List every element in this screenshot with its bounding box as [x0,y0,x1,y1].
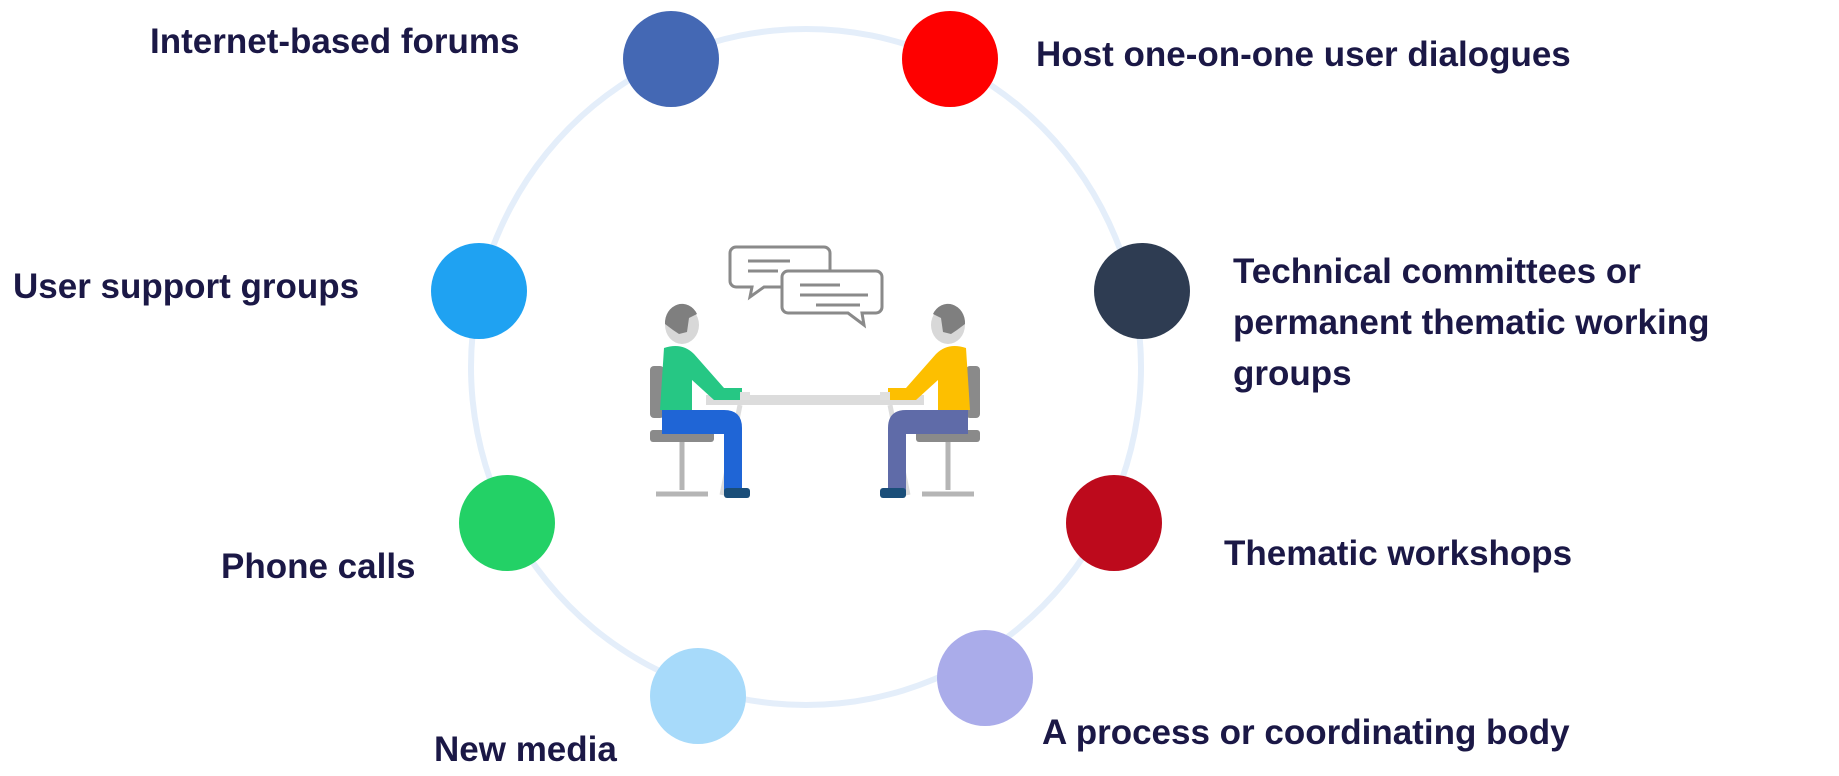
node-thematic-workshops [1066,475,1162,571]
node-user-support-groups [431,243,527,339]
node-one-on-one-dialogues [902,11,998,107]
node-internet-forums [623,11,719,107]
node-coordinating-body [937,630,1033,726]
meeting-people-icon [650,245,980,498]
node-phone-calls [459,475,555,571]
label-technical-committees: Technical committees or permanent themat… [1233,252,1710,393]
label-internet-forums: Internet-based forums [150,22,520,61]
node-technical-committees [1094,243,1190,339]
chat-bubbles-icon [728,245,884,329]
label-user-support-groups: User support groups [13,267,360,306]
node-new-media [650,648,746,744]
label-one-on-one-dialogues: Host one-on-one user dialogues [1036,35,1571,74]
center-ring [468,26,1144,708]
label-phone-calls: Phone calls [221,547,416,586]
label-new-media: New media [434,730,617,769]
label-coordinating-body: A process or coordinating body [1042,713,1570,752]
label-thematic-workshops: Thematic workshops [1224,534,1573,573]
